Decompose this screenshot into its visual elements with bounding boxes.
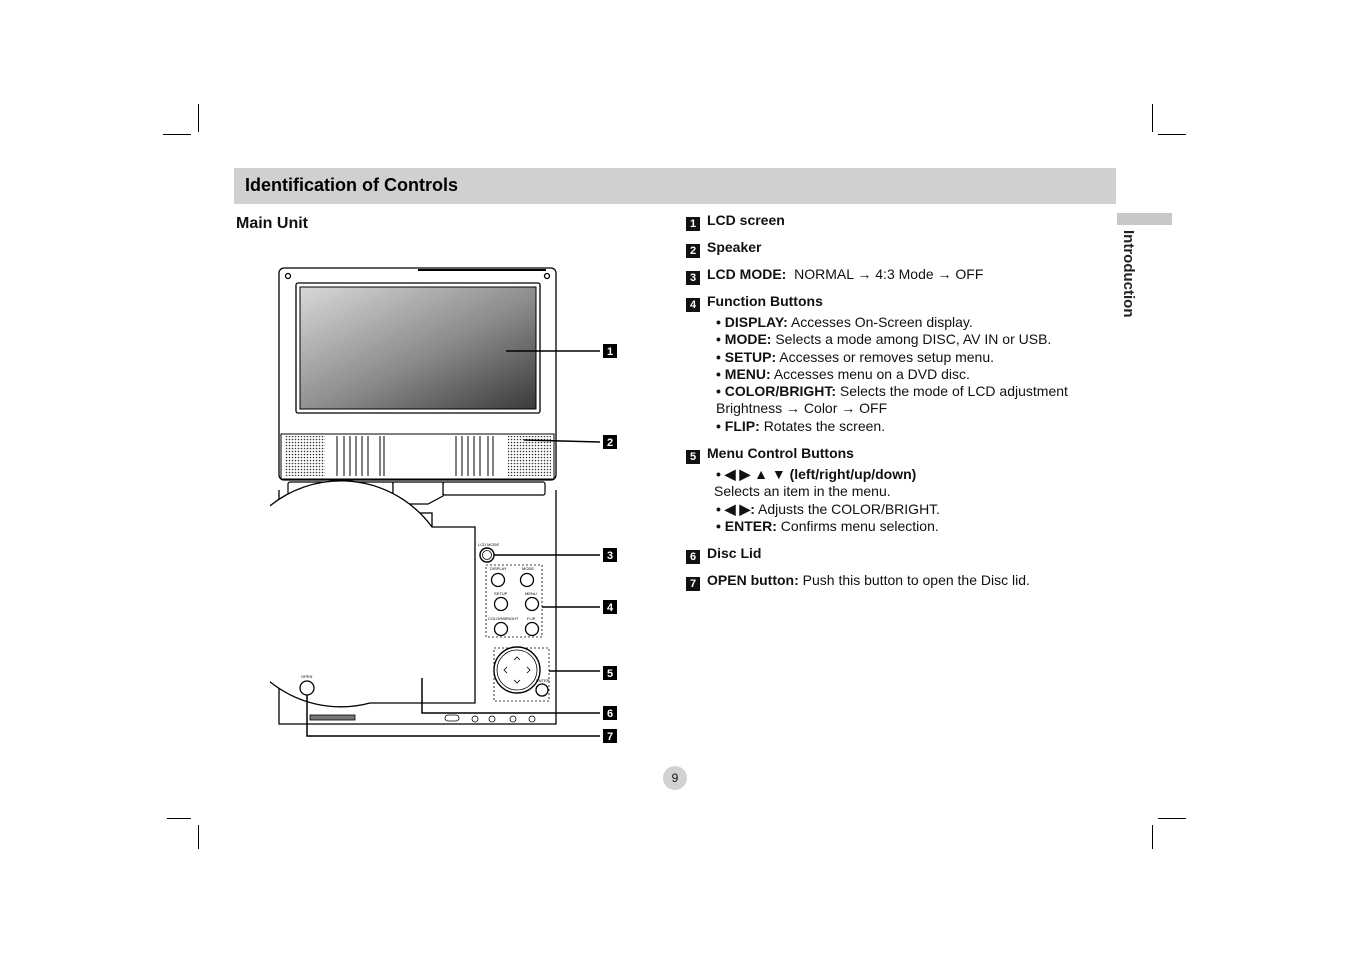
- crop-mark: [198, 825, 199, 849]
- item-title: Disc Lid: [707, 545, 762, 562]
- list-item: 5 Menu Control Buttons: [686, 445, 1106, 465]
- callout-7: 7: [607, 731, 613, 743]
- callout-3: 3: [607, 550, 613, 562]
- sub-item: • ◀ ▶: Adjusts the COLOR/BRIGHT.: [716, 500, 941, 517]
- item-number: 1: [686, 217, 700, 231]
- item-number: 3: [686, 271, 700, 285]
- list-item: 1 LCD screen: [686, 212, 1106, 231]
- open-button: OPEN: [299, 674, 315, 696]
- page-title: Identification of Controls: [245, 175, 458, 195]
- lcd-screen: [299, 286, 537, 410]
- item-number: 4: [686, 298, 700, 312]
- crop-mark: [1152, 825, 1153, 849]
- crop-mark: [163, 134, 191, 135]
- item-title: Menu Control Buttons: [707, 445, 854, 462]
- speaker-section: [280, 433, 555, 480]
- crop-mark: [1152, 104, 1153, 132]
- callout-2: 2: [607, 437, 613, 449]
- list-item: 3 LCD MODE: NORMAL → 4:3 Mode → OFF: [686, 266, 1106, 285]
- setup-text: SETUP: [494, 591, 508, 596]
- list-item: 6 Disc Lid: [686, 545, 1106, 565]
- list-item: 4 Function Buttons: [686, 293, 1106, 312]
- callout-4: 4: [607, 602, 614, 614]
- bottom-controls: [309, 714, 536, 723]
- item-title: LCD MODE:: [707, 266, 787, 282]
- sub-item: Brightness → Color → OFF: [716, 400, 888, 417]
- crop-mark: [1158, 818, 1186, 819]
- item-text: NORMAL → 4:3 Mode → OFF: [794, 266, 984, 282]
- controls-list: 1 LCD screen 2 Speaker 3 LCD MODE: NORMAL →…: [686, 212, 1106, 599]
- menu-control-buttons: ENTER: [493, 646, 550, 702]
- sub-item: • COLOR/BRIGHT: Selects the mode of LCD …: [716, 383, 1068, 400]
- callout-6: 6: [607, 708, 613, 720]
- function-buttons-list: • DISPLAY: Accesses On-Screen display. •…: [716, 314, 1106, 435]
- sub-item: • SETUP: Accesses or removes setup menu.: [716, 348, 995, 365]
- open-text: OPEN: [301, 674, 312, 679]
- menu-text: MENU: [525, 591, 537, 596]
- item-number: 6: [686, 550, 700, 565]
- list-item: 2 Speaker: [686, 239, 1106, 258]
- leader-lines: [306, 350, 601, 737]
- sub-item: • MODE: Selects a mode among DISC, AV IN…: [716, 331, 1052, 348]
- crop-mark: [167, 818, 191, 819]
- color-bright-text: COLOR/BRIGHT: [488, 616, 519, 621]
- item-title: OPEN button:: [707, 572, 799, 589]
- item-number: 5: [686, 450, 700, 465]
- item-text: Push this button to open the Disc lid.: [802, 572, 1030, 589]
- chapter-label: Introduction: [1120, 230, 1137, 318]
- sub-item: • ◀ ▶ ▲ ▼ (left/right/up/down): [716, 466, 917, 483]
- callout-5: 5: [607, 668, 613, 680]
- crop-mark: [198, 104, 199, 132]
- screen-body: [278, 267, 557, 481]
- lcd-mode-button: LCD MODE: [478, 542, 499, 563]
- menu-buttons-list: • ◀ ▶ ▲ ▼ (left/right/up/down) Selects a…: [714, 466, 1106, 535]
- sub-item: Selects an item in the menu.: [714, 483, 891, 500]
- display-text: DISPLAY: [490, 566, 507, 571]
- sub-item: • FLIP: Rotates the screen.: [716, 417, 886, 434]
- item-number: 7: [686, 577, 700, 592]
- callout-numbers: 1 2 3 4 5 6 7: [603, 344, 617, 743]
- chapter-tab: [1117, 213, 1172, 225]
- item-title: Speaker: [707, 239, 762, 255]
- callout-1: 1: [607, 346, 613, 358]
- main-unit-diagram: LCD MODE DISPLAY MODE SETUP MENU COLOR/B…: [270, 267, 617, 743]
- subsection-title: Main Unit: [236, 215, 308, 232]
- function-buttons: DISPLAY MODE SETUP MENU COLOR/BRIGHT FLI…: [485, 564, 543, 638]
- sub-item: • MENU: Accesses menu on a DVD disc.: [716, 365, 970, 382]
- sub-item: • DISPLAY: Accesses On-Screen display.: [716, 314, 973, 330]
- enter-text: ENTER: [536, 678, 550, 683]
- item-title: LCD screen: [707, 212, 785, 228]
- list-item: 7 OPEN button: Push this button to open t…: [686, 572, 1106, 592]
- page-number: 9: [663, 766, 687, 790]
- flip-text: FLIP: [527, 616, 536, 621]
- item-number: 2: [686, 244, 700, 258]
- lcd-mode-text: LCD MODE: [478, 542, 499, 547]
- mode-text: MODE: [522, 566, 534, 571]
- section-header: Identification of Controls: [234, 168, 1116, 204]
- item-title: Function Buttons: [707, 293, 823, 309]
- sub-item: • ENTER: Confirms menu selection.: [716, 517, 939, 534]
- crop-mark: [1158, 134, 1186, 135]
